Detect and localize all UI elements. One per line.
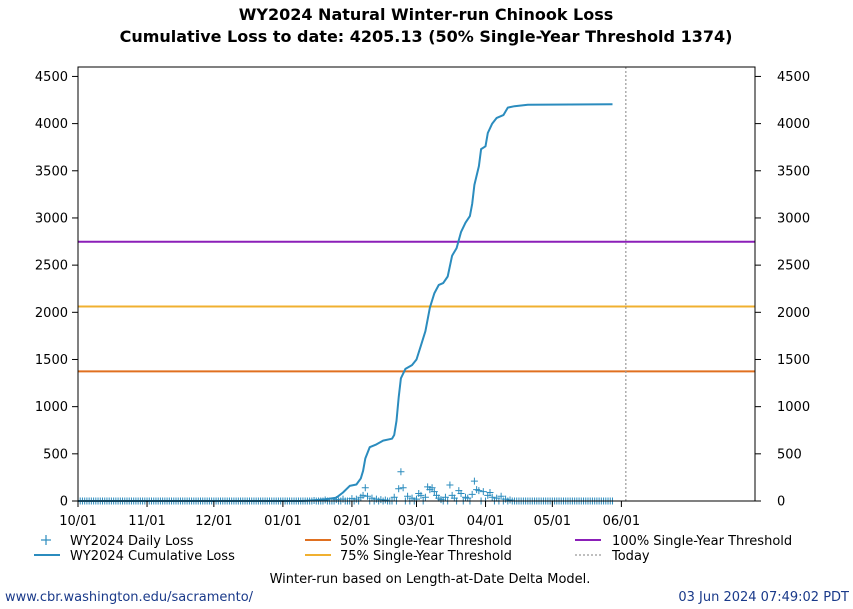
legend-label-daily: WY2024 Daily Loss <box>70 534 194 549</box>
y-tick-label: 3500 <box>35 164 68 179</box>
y-tick-label: 2500 <box>35 259 68 274</box>
y-tick-label: 4500 <box>35 70 68 85</box>
y-tick-label: 0 <box>60 495 68 510</box>
y-tick-label: 500 <box>43 447 68 462</box>
daily-loss-marker <box>364 492 372 500</box>
daily-loss-marker <box>470 477 478 485</box>
y-tick-label: 2000 <box>35 306 68 321</box>
legend-label-t75: 75% Single-Year Threshold <box>340 549 512 564</box>
x-tick-label: 10/01 <box>59 514 96 529</box>
y2-tick-label: 500 <box>777 447 802 462</box>
daily-loss-marker <box>441 493 449 501</box>
legend-item-today: Today <box>575 549 650 564</box>
daily-loss-marker <box>397 468 405 476</box>
daily-loss-marker <box>395 485 403 493</box>
y-tick-label: 1500 <box>35 353 68 368</box>
daily-loss-marker <box>421 493 429 501</box>
chart-title: WY2024 Natural Winter-run Chinook Loss <box>239 5 614 24</box>
legend-label-cumulative: WY2024 Cumulative Loss <box>70 549 235 564</box>
x-tick-label: 04/01 <box>467 514 504 529</box>
y-tick-label: 3000 <box>35 211 68 226</box>
daily-loss-marker <box>381 496 389 504</box>
daily-loss-marker <box>457 489 465 497</box>
y2-tick-label: 3500 <box>777 164 810 179</box>
y2-tick-label: 2000 <box>777 306 810 321</box>
y2-tick-label: 3000 <box>777 211 810 226</box>
legend-item-daily: WY2024 Daily Loss <box>41 534 194 549</box>
y2-tick-label: 0 <box>777 495 785 510</box>
y2-tick-label: 4000 <box>777 117 810 132</box>
y2-tick-label: 2500 <box>777 259 810 274</box>
cumulative-loss-line <box>78 103 613 502</box>
cumulative-loss-group <box>78 103 613 502</box>
y-axis-right: 0 500 1000 1500 2000 2500 3000 3500 4000 4500 <box>755 70 810 510</box>
y2-tick-label: 1500 <box>777 353 810 368</box>
y2-tick-label: 1000 <box>777 400 810 415</box>
threshold-lines <box>78 240 755 373</box>
daily-loss-marker <box>488 493 496 501</box>
legend-item-t50: 50% Single-Year Threshold <box>305 534 512 549</box>
legend-label-t50: 50% Single-Year Threshold <box>340 534 512 549</box>
daily-loss-marker <box>468 490 476 498</box>
daily-loss-marker <box>506 496 514 504</box>
daily-loss-marker <box>437 496 445 504</box>
x-tick-label: 11/01 <box>128 514 165 529</box>
x-tick-label: 03/01 <box>398 514 435 529</box>
footer-url[interactable]: www.cbr.washington.edu/sacramento/ <box>5 590 254 605</box>
x-tick-label: 02/01 <box>333 514 370 529</box>
y2-tick-label: 4500 <box>777 70 810 85</box>
y-tick-label: 4000 <box>35 117 68 132</box>
plot-frame <box>77 66 756 502</box>
chart-subtitle: Cumulative Loss to date: 4205.13 (50% Si… <box>120 27 733 46</box>
x-tick-label: 01/01 <box>264 514 301 529</box>
daily-loss-marker <box>479 488 487 496</box>
y-tick-label: 1000 <box>35 400 68 415</box>
x-tick-label: 05/01 <box>534 514 571 529</box>
daily-loss-marker <box>390 493 398 501</box>
x-axis: 10/01 11/01 12/01 01/01 02/01 03/01 04/01 05/01… <box>59 501 640 529</box>
daily-loss-markers <box>74 468 616 505</box>
legend-item-cumulative: WY2024 Cumulative Loss <box>34 549 235 564</box>
daily-loss-marker <box>404 492 412 500</box>
daily-loss-marker <box>430 488 438 496</box>
footer-timestamp: 03 Jun 2024 07:49:02 PDT <box>678 590 849 605</box>
legend-item-t75: 75% Single-Year Threshold <box>305 549 512 564</box>
daily-loss-marker <box>475 487 483 495</box>
daily-loss-marker <box>446 481 454 489</box>
legend: WY2024 Daily Loss WY2024 Cumulative Loss… <box>34 534 792 564</box>
daily-loss-marker <box>497 492 505 500</box>
y-axis-left: 0 500 1000 1500 2000 2500 3000 3500 4000 4500 <box>35 70 78 510</box>
daily-loss-marker <box>359 491 367 499</box>
daily-loss-marker <box>399 484 407 492</box>
daily-loss-marker <box>428 484 436 492</box>
footer-note: Winter-run based on Length-at-Date Delta… <box>270 572 591 587</box>
daily-loss-marker <box>361 484 369 492</box>
legend-label-today: Today <box>611 549 650 564</box>
legend-item-t100: 100% Single-Year Threshold <box>575 534 792 549</box>
daily-loss-marker <box>486 489 494 497</box>
daily-loss-marker <box>417 491 425 499</box>
x-tick-label: 06/01 <box>603 514 640 529</box>
x-tick-label: 12/01 <box>195 514 232 529</box>
legend-label-t100: 100% Single-Year Threshold <box>612 534 792 549</box>
